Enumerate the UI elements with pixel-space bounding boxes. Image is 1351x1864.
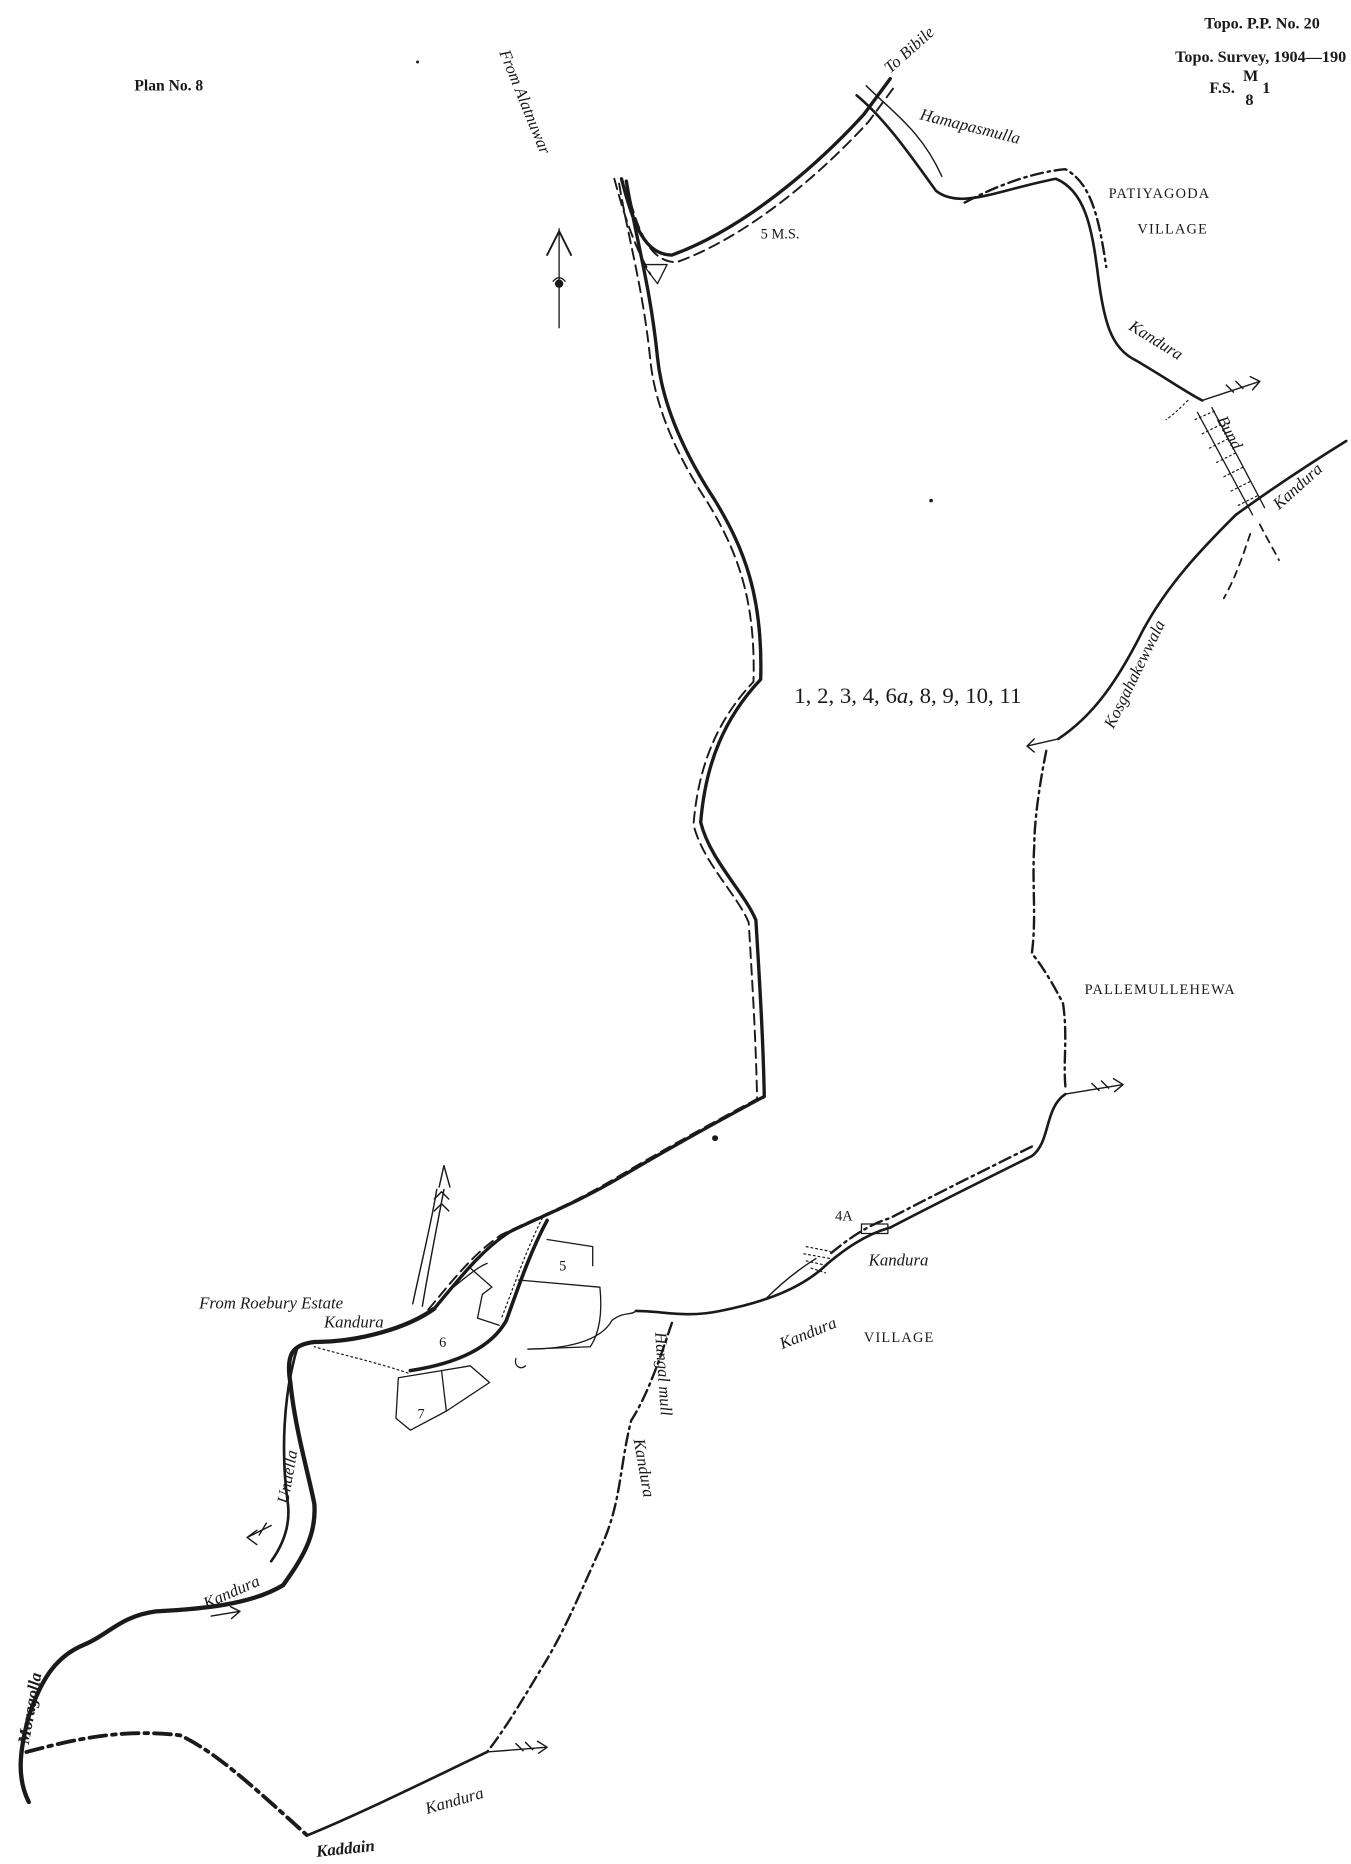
fs-prefix: F.S. bbox=[1209, 80, 1234, 97]
north-arrow-icon bbox=[546, 228, 573, 329]
label-lot-7: 7 bbox=[418, 1406, 425, 1422]
lot-4a-hatch bbox=[803, 1246, 831, 1274]
eastern-boundary bbox=[1030, 749, 1067, 1089]
field-sheet-reference: F.S. M 8 1 bbox=[1209, 68, 1270, 109]
label-lot-6: 6 bbox=[439, 1335, 446, 1351]
feathered-arrow-icon bbox=[246, 1522, 272, 1546]
label-lot-5: 5 bbox=[559, 1259, 566, 1275]
roebury-stream bbox=[412, 1188, 438, 1305]
label-moragolla: Moragolla bbox=[14, 1671, 46, 1746]
label-unaella: Unaella bbox=[273, 1449, 301, 1505]
feathered-arrow-icon bbox=[486, 1740, 548, 1754]
label-mile-stone: 5 M.S. bbox=[761, 226, 800, 242]
topo-survey-years: Topo. Survey, 1904—190 bbox=[1175, 49, 1346, 66]
label-kandura-south: Kandura bbox=[422, 1783, 486, 1818]
label-kandura-hangal: Kandura bbox=[629, 1436, 658, 1499]
label-patiyagoda-village: VILLAGE bbox=[1137, 222, 1208, 238]
label-kandura-4a: Kandura bbox=[868, 1251, 929, 1270]
fs-numerator: M bbox=[1243, 68, 1258, 85]
label-to-bibile: To Bibile bbox=[880, 22, 938, 77]
lot-numbers: 1, 2, 3, 4, 6a, 8, 9, 10, 11 bbox=[794, 683, 1021, 708]
feathered-arrow-icon bbox=[433, 1164, 451, 1212]
lot-numbers-part: , 8, 9, 10, 11 bbox=[908, 683, 1021, 708]
roebury-stream bbox=[421, 1188, 445, 1307]
main-road bbox=[426, 179, 766, 1312]
fs-denominator: 8 bbox=[1245, 92, 1253, 109]
label-village: VILLAGE bbox=[864, 1330, 935, 1346]
label-from-roebury: From Roebury Estate bbox=[198, 1294, 344, 1313]
label-hangal-mull: Hangal mull bbox=[651, 1330, 676, 1416]
kandura-south-river bbox=[305, 1750, 489, 1837]
bund bbox=[1165, 399, 1266, 516]
hangal-mull-stream bbox=[485, 1321, 674, 1754]
plan-title: Plan No. 8 bbox=[134, 78, 203, 95]
topo-pp-number: Topo. P.P. No. 20 bbox=[1204, 16, 1320, 33]
hamapasmulla-stream bbox=[855, 85, 1204, 402]
feathered-arrow-icon bbox=[1064, 1077, 1124, 1095]
kandura-west-river bbox=[18, 1306, 437, 1805]
label-lot-4a: 4A bbox=[835, 1208, 853, 1224]
label-kandura-village: Kandura bbox=[776, 1313, 839, 1353]
feathered-arrow-icon bbox=[1026, 738, 1059, 753]
east-side-stream bbox=[1222, 533, 1252, 600]
label-hamapasmulla: Hamapasmulla bbox=[917, 104, 1022, 147]
label-patiyagoda: PATIYAGODA bbox=[1109, 186, 1211, 202]
unaella-stream bbox=[269, 1345, 299, 1563]
label-pallemullehewa: PALLEMULLEHEWA bbox=[1085, 982, 1236, 998]
fs-suffix: 1 bbox=[1262, 80, 1270, 97]
label-from-alatnuwara: From Alatnuwar bbox=[495, 46, 555, 157]
lot-4a-building bbox=[860, 1223, 889, 1235]
label-kaddain: Kaddain bbox=[314, 1836, 375, 1861]
label-kandura-roebury: Kandura bbox=[323, 1313, 384, 1332]
kandura-middle-boundary bbox=[829, 1145, 1034, 1255]
road-to-bibile bbox=[613, 76, 897, 285]
lot-numbers-part: 1, 2, 3, 4, 6 bbox=[794, 683, 897, 708]
east-side-stream bbox=[1258, 523, 1280, 562]
kandura-east-river bbox=[1234, 439, 1348, 517]
kandura-middle-river bbox=[634, 1092, 1067, 1316]
label-kosgahakewwala: Kosgahakewwala bbox=[1099, 617, 1169, 732]
feathered-arrow-icon bbox=[210, 1605, 241, 1620]
kosgahakewwala-stream bbox=[1056, 513, 1238, 741]
lots-area bbox=[313, 1217, 637, 1431]
moragolla-boundary bbox=[24, 1731, 310, 1838]
label-bund: Bund bbox=[1213, 413, 1247, 454]
side-stream bbox=[764, 1257, 817, 1300]
survey-marks bbox=[416, 60, 933, 1142]
feathered-arrow-icon bbox=[1201, 375, 1261, 402]
lot-numbers-part: a bbox=[897, 683, 908, 708]
label-kandura-upper: Kandura bbox=[1125, 316, 1187, 364]
